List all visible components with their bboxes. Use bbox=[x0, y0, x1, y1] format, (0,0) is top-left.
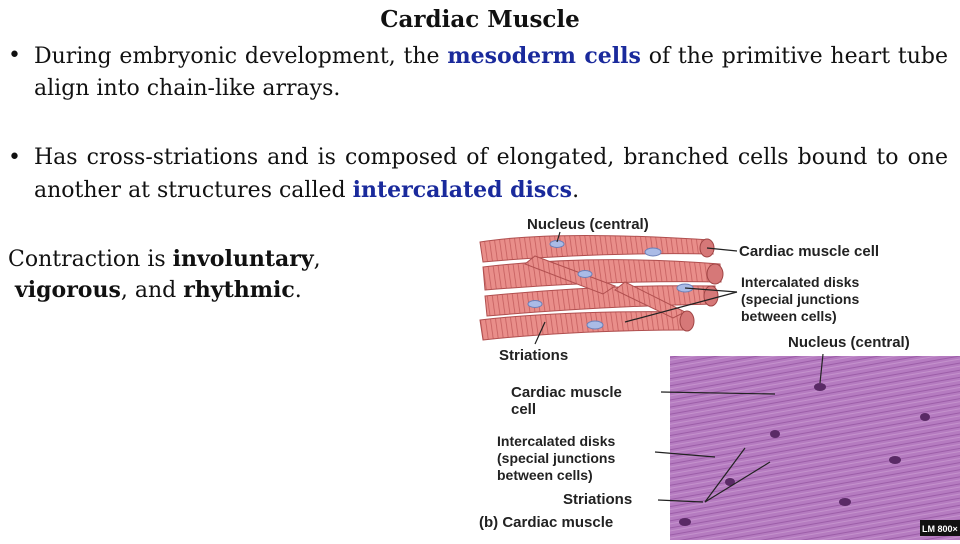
bullet1-highlight: mesoderm cells bbox=[447, 43, 641, 69]
bullet-marker: • bbox=[8, 43, 21, 68]
contraction-pre: Contraction is bbox=[8, 247, 173, 272]
muscle-fibers-illustration bbox=[479, 234, 724, 341]
contraction-and: , and bbox=[120, 278, 184, 303]
bullet2-text-post: . bbox=[572, 178, 580, 203]
contraction-text: Contraction is involuntary, vigorous, an… bbox=[8, 244, 321, 306]
contraction-period: . bbox=[294, 278, 302, 303]
label-nucleus-top: Nucleus (central) bbox=[527, 216, 649, 233]
contraction-comma: , bbox=[313, 247, 321, 272]
bullet-embryonic: • During embryonic development, the meso… bbox=[8, 40, 948, 105]
figure-illustration bbox=[479, 231, 960, 540]
label-striations-top: Striations bbox=[499, 347, 569, 364]
contraction-involuntary: involuntary bbox=[172, 246, 314, 272]
bullet-marker: • bbox=[8, 145, 21, 170]
histology-photo bbox=[670, 356, 960, 540]
label-cardiac-cell-top: Cardiac muscle cell bbox=[739, 243, 880, 260]
label-striations-bottom: Striations bbox=[563, 491, 633, 508]
label-cardiac-cell-bottom: Cardiac muscle cell bbox=[511, 384, 622, 418]
label-intercalated-top: Intercalated disks (special junctions be… bbox=[741, 274, 860, 324]
contraction-rhythmic: rhythmic bbox=[183, 277, 295, 303]
bullet2-highlight: intercalated discs bbox=[352, 177, 573, 203]
bullet2-text-pre: Has cross-striations and is composed of … bbox=[34, 145, 948, 203]
leader-lines bbox=[534, 231, 824, 503]
label-nucleus-bottom: Nucleus (central) bbox=[788, 334, 910, 351]
scale-label: LM 800× bbox=[922, 524, 958, 534]
contraction-vigorous: vigorous bbox=[15, 277, 121, 303]
bullet1-text-pre: During embryonic development, the bbox=[34, 44, 448, 69]
label-intercalated-bottom: Intercalated disks (special junctions be… bbox=[497, 433, 616, 483]
figure-caption: (b) Cardiac muscle bbox=[479, 514, 614, 531]
bullet1-text-post: of the primitive heart tube align into c… bbox=[34, 44, 949, 101]
bullet-striations: • Has cross-striations and is composed o… bbox=[8, 142, 948, 207]
slide-title: Cardiac Muscle bbox=[380, 6, 580, 33]
cardiac-muscle-figure: Nucleus (central) Cardiac muscle cell In… bbox=[475, 212, 960, 540]
